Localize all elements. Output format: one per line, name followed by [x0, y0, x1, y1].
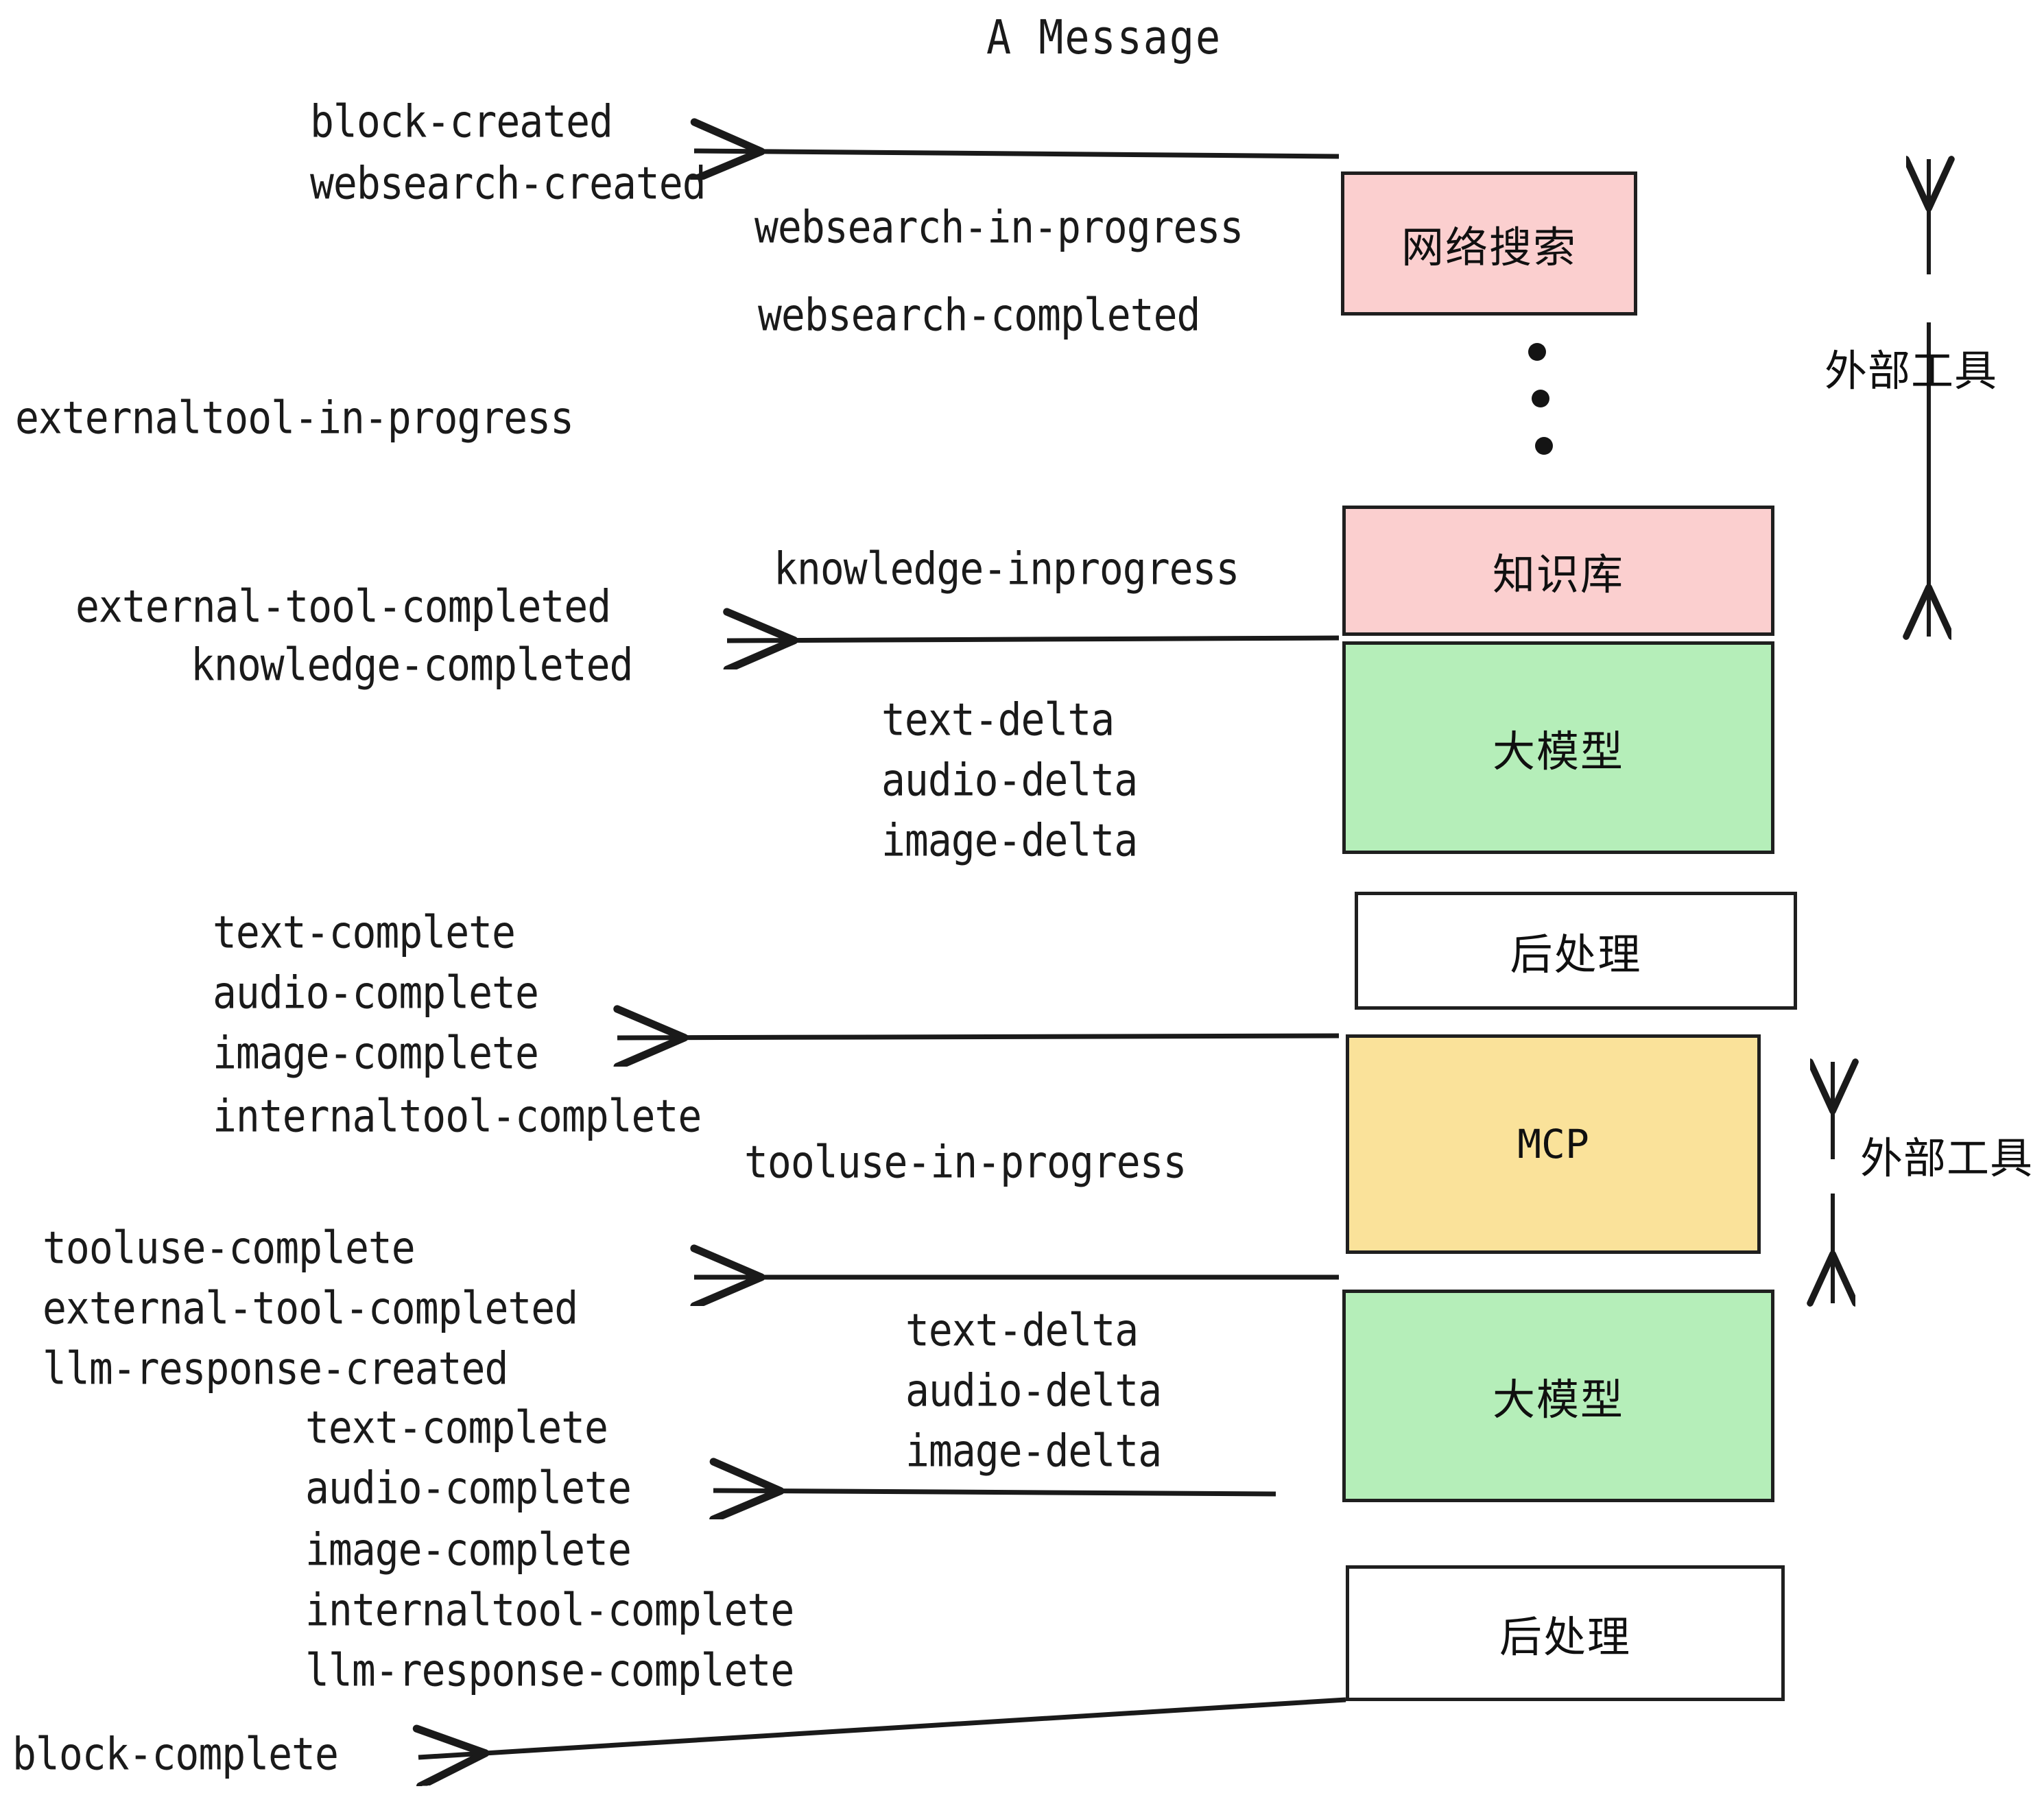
- box-websearch[interactable]: 网络搜索: [1341, 171, 1637, 316]
- external-tools-label-top: 外部工具: [1825, 346, 1998, 396]
- box-websearch-label: 网络搜索: [1401, 222, 1577, 272]
- event-text-delta-2: text-delta: [905, 1303, 1139, 1357]
- event-audio-complete-1: audio-complete: [213, 966, 539, 1019]
- arrow-llm-to-image-complete: [617, 1036, 1340, 1038]
- box-postprocess-top[interactable]: 后处理: [1355, 892, 1797, 1010]
- event-websearch-in-progress: websearch-in-progress: [754, 200, 1244, 254]
- event-llm-response-complete: llm-response-complete: [305, 1643, 794, 1697]
- event-websearch-created: websearch-created: [310, 156, 706, 210]
- event-externaltool-in-progress: externaltool-in-progress: [15, 391, 574, 444]
- event-image-complete-1: image-complete: [213, 1026, 539, 1080]
- event-internaltool-complete-2: internaltool-complete: [305, 1583, 794, 1637]
- arrow-llm-bottom-to-audio-complete: [713, 1491, 1276, 1494]
- event-external-tool-completed-1: external-tool-completed: [75, 580, 611, 633]
- event-llm-response-created: llm-response-created: [43, 1342, 508, 1395]
- event-audio-complete-2: audio-complete: [305, 1461, 632, 1515]
- ellipsis-dot-1: [1528, 343, 1546, 361]
- box-llm-bottom[interactable]: 大模型: [1342, 1290, 1774, 1502]
- event-audio-delta-2: audio-delta: [905, 1364, 1162, 1417]
- event-knowledge-completed: knowledge-completed: [191, 638, 633, 691]
- event-text-complete-2: text-complete: [305, 1401, 608, 1454]
- box-mcp[interactable]: MCP: [1346, 1034, 1761, 1254]
- arrow-websearch-to-created: [694, 151, 1340, 156]
- event-image-delta-1: image-delta: [881, 814, 1138, 867]
- event-knowledge-inprogress: knowledge-inprogress: [774, 542, 1239, 595]
- external-tools-label-bottom: 外部工具: [1860, 1133, 2034, 1183]
- box-postprocess-bottom-label: 后处理: [1499, 1612, 1631, 1662]
- event-tooluse-in-progress: tooluse-in-progress: [744, 1135, 1187, 1189]
- event-audio-delta-1: audio-delta: [881, 753, 1138, 807]
- arrow-knowledge-to-completed: [727, 638, 1340, 641]
- event-tooluse-complete: tooluse-complete: [43, 1221, 416, 1274]
- ellipsis-dot-2: [1532, 390, 1549, 407]
- event-text-delta-1: text-delta: [881, 693, 1115, 746]
- event-external-tool-completed-2: external-tool-completed: [43, 1281, 578, 1335]
- event-block-created: block-created: [310, 95, 613, 148]
- diagram-title: A Message: [986, 10, 1222, 66]
- event-image-delta-2: image-delta: [905, 1424, 1162, 1477]
- box-postprocess-bottom[interactable]: 后处理: [1346, 1565, 1785, 1701]
- event-block-complete: block-complete: [12, 1727, 339, 1781]
- event-image-complete-2: image-complete: [305, 1523, 632, 1576]
- event-text-complete-1: text-complete: [213, 905, 516, 959]
- box-llm-top-label: 大模型: [1492, 726, 1624, 776]
- box-knowledge[interactable]: 知识库: [1342, 506, 1774, 636]
- event-internaltool-complete-1: internaltool-complete: [213, 1089, 702, 1143]
- box-llm-top[interactable]: 大模型: [1342, 641, 1774, 854]
- ellipsis-dot-3: [1535, 437, 1553, 455]
- box-postprocess-top-label: 后处理: [1510, 929, 1642, 980]
- event-websearch-completed: websearch-completed: [758, 288, 1200, 342]
- box-mcp-label: MCP: [1517, 1121, 1589, 1167]
- arrow-postprocess-to-block-complete: [418, 1697, 1346, 1757]
- box-llm-bottom-label: 大模型: [1492, 1375, 1624, 1425]
- box-knowledge-label: 知识库: [1492, 549, 1624, 600]
